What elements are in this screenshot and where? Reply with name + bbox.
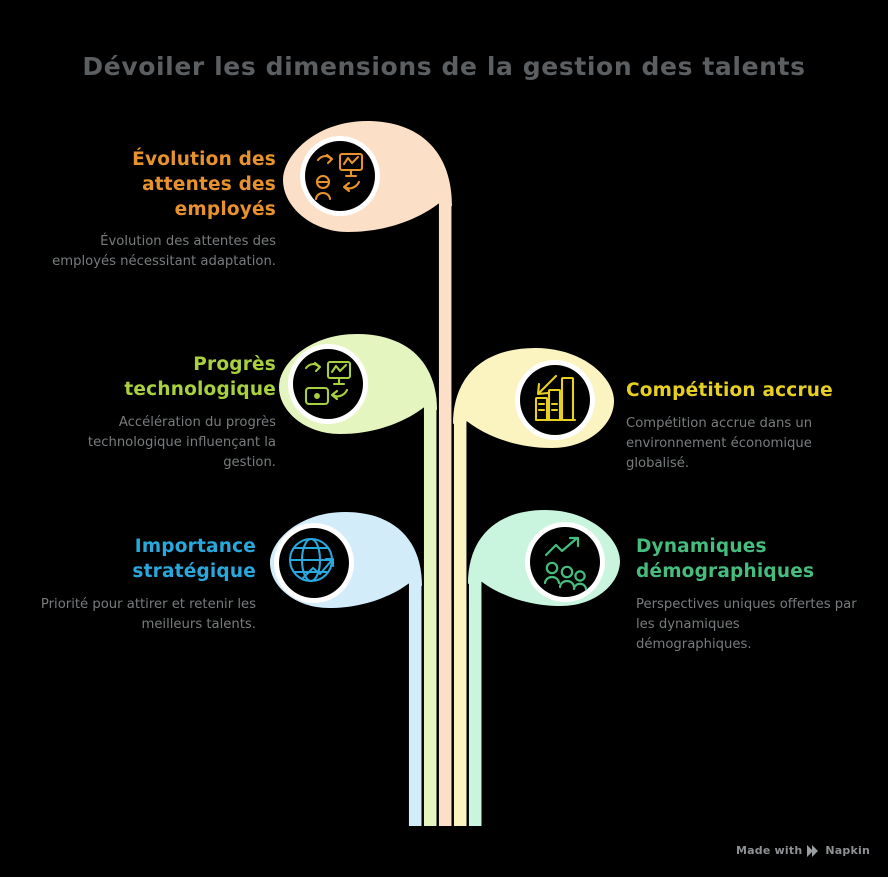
node-competition[interactable]: Compétition accrue Compétition accrue da… bbox=[626, 379, 856, 474]
petal-evolution-icon-well bbox=[305, 141, 375, 211]
page-title: Dévoiler les dimensions de la gestion de… bbox=[82, 52, 806, 81]
node-evolution-description: Évolution des attentes des employés néce… bbox=[52, 234, 276, 270]
petal-evolution[interactable] bbox=[283, 121, 452, 232]
node-importance[interactable]: Importance stratégique Priorité pour att… bbox=[38, 535, 256, 635]
employee-expectations-icon bbox=[314, 152, 364, 201]
node-evolution-title: Évolution des attentes des employés bbox=[132, 149, 276, 220]
bar-chart-decline-icon bbox=[534, 374, 577, 422]
node-dynamiques[interactable]: Dynamiques démographiques Perspectives u… bbox=[636, 535, 858, 655]
petal-competition-icon-well bbox=[520, 365, 590, 435]
node-importance-description: Priorité pour attirer et retenir les mei… bbox=[40, 596, 256, 632]
demographics-growth-icon bbox=[543, 536, 588, 591]
petal-dynamiques[interactable] bbox=[468, 510, 620, 606]
node-evolution[interactable]: Évolution des attentes des employés Évol… bbox=[38, 148, 276, 272]
napkin-logo-icon bbox=[807, 844, 820, 857]
node-dynamiques-description: Perspectives uniques offertes par les dy… bbox=[636, 596, 857, 652]
technology-devices-icon bbox=[304, 360, 352, 406]
node-progres-title: Progrès technologique bbox=[124, 354, 276, 400]
napkin-watermark: Made with Napkin bbox=[736, 844, 870, 857]
petal-progres[interactable] bbox=[279, 334, 437, 434]
node-progres[interactable]: Progrès technologique Accélération du pr… bbox=[38, 353, 276, 473]
node-importance-title: Importance stratégique bbox=[132, 536, 256, 582]
node-competition-description: Compétition accrue dans un environnement… bbox=[626, 415, 813, 471]
petal-competition[interactable] bbox=[453, 348, 614, 448]
watermark-prefix: Made with bbox=[736, 844, 803, 857]
petal-dynamiques-icon-well bbox=[530, 527, 600, 597]
globe-growth-icon bbox=[288, 537, 335, 583]
petal-importance[interactable] bbox=[270, 512, 422, 608]
node-progres-description: Accélération du progrès technologique in… bbox=[87, 414, 276, 470]
watermark-brand: Napkin bbox=[825, 844, 870, 857]
node-competition-title: Compétition accrue bbox=[626, 380, 833, 401]
node-dynamiques-title: Dynamiques démographiques bbox=[636, 536, 815, 582]
petal-progres-icon-well bbox=[293, 349, 363, 419]
